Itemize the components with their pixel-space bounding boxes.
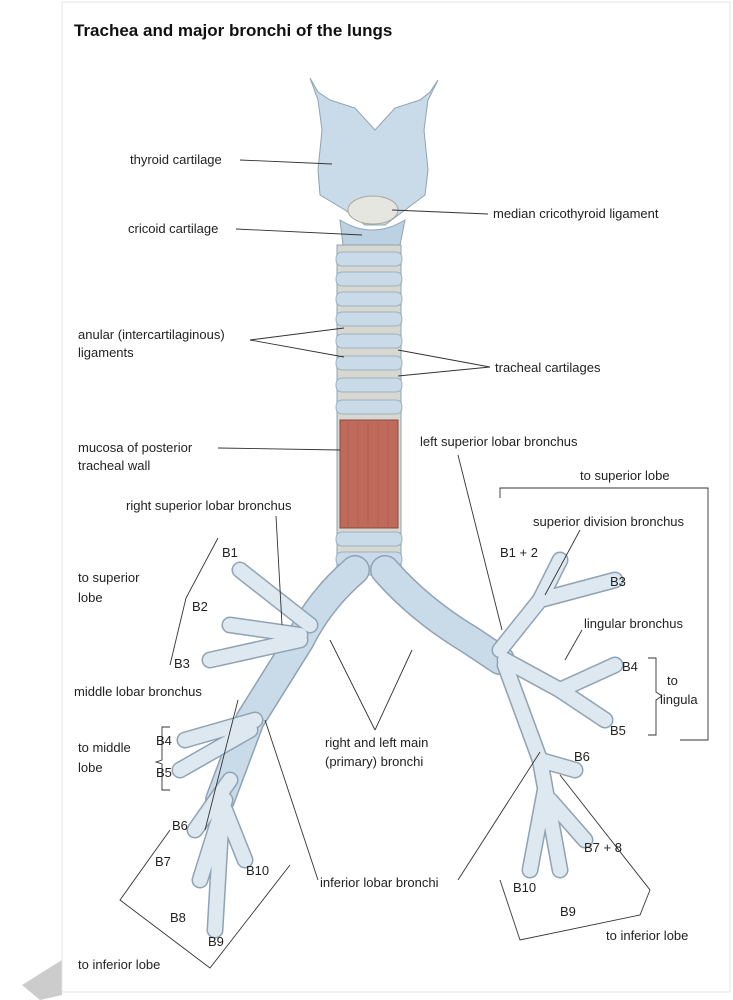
label-b5-right: B5	[156, 765, 172, 780]
label-b7-right: B7	[155, 854, 171, 869]
label-to-superior-lobe-right-2: lobe	[78, 590, 103, 605]
label-b9-right: B9	[208, 934, 224, 949]
label-inferior-lobar-bronchi: inferior lobar bronchi	[320, 875, 439, 890]
label-superior-division-bronchus: superior division bronchus	[533, 514, 685, 529]
label-lingular-bronchus: lingular bronchus	[584, 616, 684, 631]
label-b5-left-lung: B5	[610, 723, 626, 738]
label-b3-right: B3	[174, 656, 190, 671]
label-b1-2: B1 + 2	[500, 545, 538, 560]
label-tracheal-cartilages: tracheal cartilages	[495, 360, 601, 375]
label-right-superior-lobar-bronchus: right superior lobar bronchus	[126, 498, 292, 513]
label-b7-8-left: B7 + 8	[584, 840, 622, 855]
label-left-superior-lobar-bronchus: left superior lobar bronchus	[420, 434, 578, 449]
label-mucosa-2: tracheal wall	[78, 458, 150, 473]
label-anular-ligaments-2: ligaments	[78, 345, 134, 360]
label-b9-left: B9	[560, 904, 576, 919]
median-cricothyroid-ligament-illustration	[347, 195, 399, 225]
leader-lines	[204, 159, 583, 881]
brackets	[119, 487, 709, 969]
label-thyroid-cartilage: thyroid cartilage	[130, 152, 222, 167]
canvas-shadow	[22, 960, 62, 1000]
label-to-lingula-1: to	[667, 673, 678, 688]
label-b2-right: B2	[192, 599, 208, 614]
labels: thyroid cartilage cricoid cartilage medi…	[74, 152, 698, 972]
trachea-illustration	[335, 244, 403, 576]
label-middle-lobar-bronchus: middle lobar bronchus	[74, 684, 202, 699]
diagram-title: Trachea and major bronchi of the lungs	[74, 21, 392, 40]
label-cricoid-cartilage: cricoid cartilage	[128, 221, 218, 236]
label-main-bronchi-2: (primary) bronchi	[325, 754, 423, 769]
label-to-superior-lobe-right-1: to superior	[78, 570, 140, 585]
label-b4-left-lung: B4	[622, 659, 638, 674]
label-b10-left: B10	[513, 880, 536, 895]
label-main-bronchi-1: right and left main	[325, 735, 428, 750]
label-to-inferior-lobe-left: to inferior lobe	[606, 928, 688, 943]
bronchial-tree-illustration	[171, 551, 624, 939]
label-anular-ligaments-1: anular (intercartilaginous)	[78, 327, 225, 342]
label-median-cricothyroid-ligament: median cricothyroid ligament	[493, 206, 659, 221]
label-b6-left: B6	[574, 749, 590, 764]
label-to-inferior-lobe-right: to inferior lobe	[78, 957, 160, 972]
thyroid-cartilage-illustration	[309, 77, 439, 251]
label-b4-right: B4	[156, 733, 172, 748]
label-b3-left-lung: B3	[610, 574, 626, 589]
label-to-middle-lobe-1: to middle	[78, 740, 131, 755]
label-to-superior-lobe-left: to superior lobe	[580, 468, 670, 483]
label-mucosa-1: mucosa of posterior	[78, 440, 193, 455]
label-to-lingula-2: lingula	[660, 692, 698, 707]
posterior-mucosa-illustration	[339, 419, 399, 529]
label-b1-right: B1	[222, 545, 238, 560]
label-b10-right: B10	[246, 863, 269, 878]
label-b8-right: B8	[170, 910, 186, 925]
label-b6-right: B6	[172, 818, 188, 833]
label-to-middle-lobe-2: lobe	[78, 760, 103, 775]
